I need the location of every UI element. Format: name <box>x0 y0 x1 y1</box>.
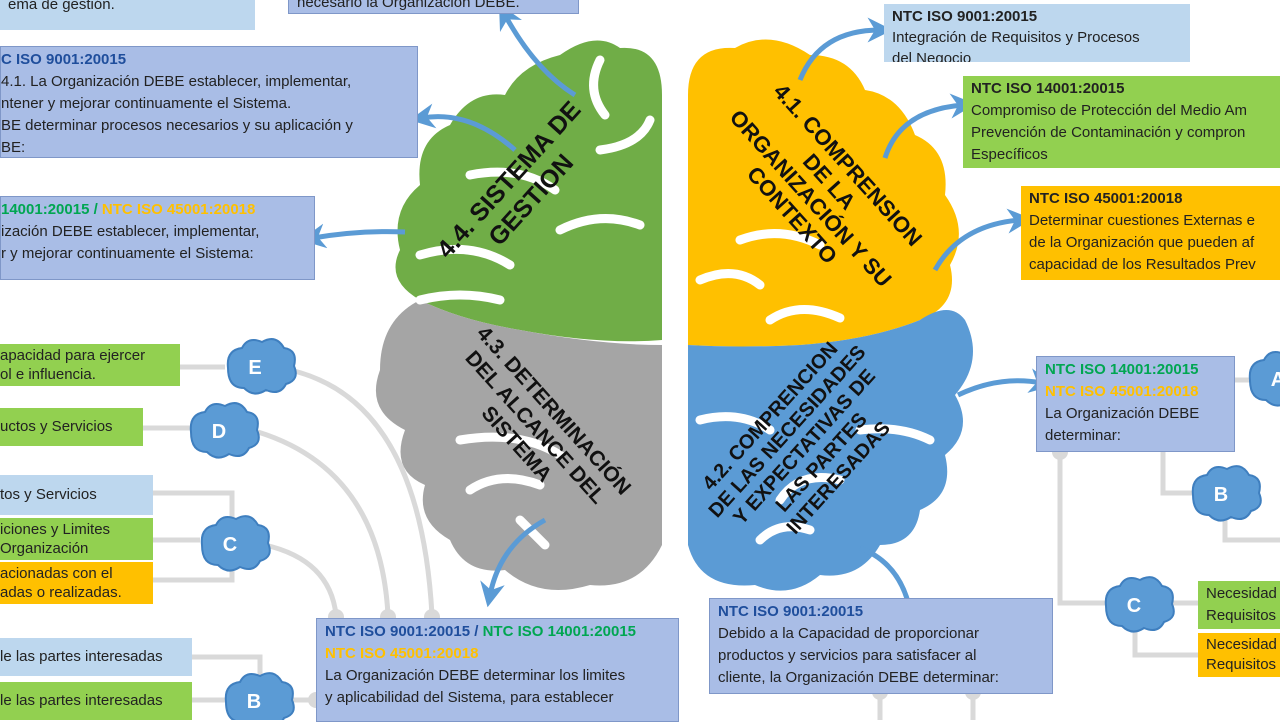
cloud-c-right-label: C <box>1126 595 1142 617</box>
quadrant-42-blue <box>688 310 973 591</box>
right-mid-box: NTC ISO 14001:20015 NTC ISO 45001:20018 … <box>1036 356 1235 452</box>
quadrant-44-green <box>395 40 662 342</box>
cloud-a-right-label: A <box>1270 369 1280 391</box>
quadrant-43-gray <box>375 290 662 590</box>
right-bottom-box: NTC ISO 9001:20015 Debido a la Capacidad… <box>709 598 1053 694</box>
right-nec-box2: Necesidad Requisitos <box>1198 633 1280 677</box>
left-b-box1: le las partes interesadas <box>0 638 192 676</box>
left-c-box1: tos y Servicios <box>0 475 153 515</box>
left-b-box2: le las partes interesadas <box>0 682 192 720</box>
cloud-b-left-label: B <box>246 691 262 713</box>
bottom-center-box: NTC ISO 9001:20015 / NTC ISO 14001:20015… <box>316 618 679 722</box>
right-iso14001-box: NTC ISO 14001:20015 Compromiso de Protec… <box>963 76 1280 168</box>
cloud-d-label: D <box>211 421 227 443</box>
right-iso45001-box: NTC ISO 45001:20018 Determinar cuestione… <box>1021 186 1280 280</box>
left-c-box2: iciones y Limites Organización <box>0 518 153 560</box>
left-iso14001-45001-box: 14001:20015 / NTC ISO 45001:20018 izació… <box>0 196 315 280</box>
cloud-c-left-label: C <box>222 534 238 556</box>
left-e-box: apacidad para ejercer ol e influencia. <box>0 344 180 386</box>
cloud-b-right-label: B <box>1213 484 1229 506</box>
left-top-partial-box: ema de gestión. <box>0 0 255 30</box>
connector-lines <box>143 364 1280 720</box>
clouds <box>189 338 1280 720</box>
quadrant-41-yellow <box>688 39 959 347</box>
right-nec-box1: Necesidad Requisitos <box>1198 581 1280 629</box>
left-c-box3: acionadas con el adas o realizadas. <box>0 562 153 604</box>
right-iso9001-box: NTC ISO 9001:20015 Integración de Requis… <box>884 4 1190 62</box>
arrows <box>300 4 1055 635</box>
left-iso9001-box: C ISO 9001:20015 4.1. La Organización DE… <box>0 46 418 158</box>
cloud-e-label: E <box>248 357 262 379</box>
left-top-center-partial-box: necesario la Organización DEBE. <box>288 0 579 14</box>
left-d-box: uctos y Servicios <box>0 408 143 446</box>
